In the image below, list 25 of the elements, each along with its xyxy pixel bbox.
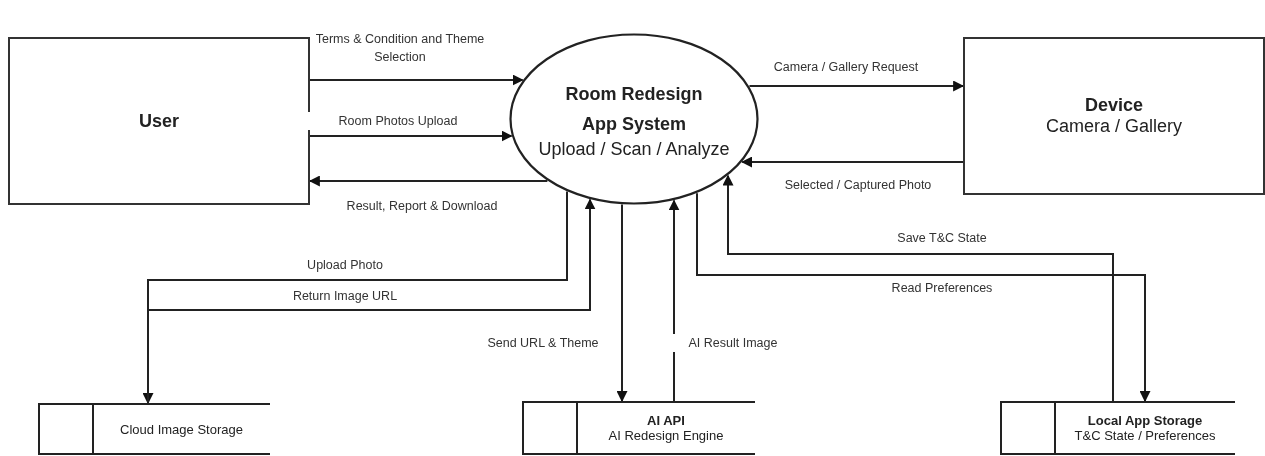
arrow	[722, 174, 1114, 402]
arrow	[748, 80, 965, 92]
arrow	[308, 175, 549, 187]
node-subtitle: Cloud Image Storage	[120, 421, 243, 437]
arrow	[309, 74, 524, 86]
data-store	[38, 403, 270, 455]
entity-box	[8, 37, 310, 205]
entity-box	[963, 37, 1265, 195]
node-title: Room Redesign App System	[564, 82, 704, 136]
process-ellipse	[509, 33, 759, 205]
arrow	[309, 130, 513, 142]
arrow	[616, 203, 628, 403]
data-store	[522, 401, 755, 455]
node-subtitle: AI Redesign Engine	[608, 428, 724, 443]
arrow	[668, 199, 680, 402]
node-title: Local App Storage	[1087, 413, 1203, 428]
node-title: User	[139, 110, 179, 132]
node-title: AI API	[647, 413, 685, 428]
node-subtitle: T&C State / Preferences	[1074, 428, 1216, 443]
arrow	[696, 192, 1151, 403]
data-store	[1000, 401, 1235, 455]
arrow	[741, 156, 964, 168]
node-title: Device	[1084, 95, 1143, 116]
node-subtitle: Upload / Scan / Analyze	[538, 138, 730, 160]
node-subtitle: Camera / Gallery	[1045, 116, 1182, 137]
